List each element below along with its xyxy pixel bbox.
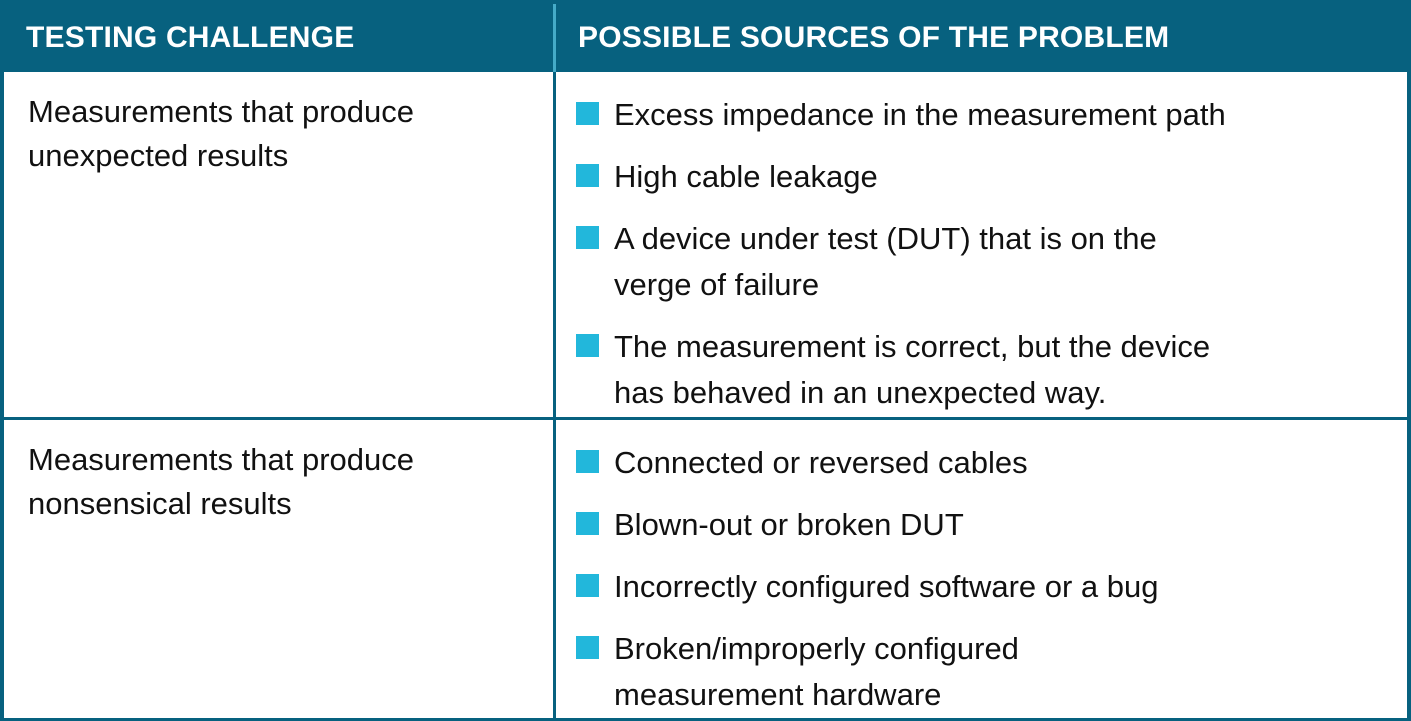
source-text: Incorrectly configured software or a bug [614,569,1159,604]
table-row-2-challenge-cell: Measurements that produce nonsensical re… [4,420,553,718]
source-text: A device under test (DUT) that is on the… [614,221,1157,302]
challenge-text: Measurements that produce nonsensical re… [28,442,414,521]
column-header-possible-sources: POSSIBLE SOURCES OF THE PROBLEM [553,4,1407,72]
square-bullet-icon [576,512,599,535]
list-item: A device under test (DUT) that is on the… [576,216,1397,308]
square-bullet-icon [576,334,599,357]
list-item: Connected or reversed cables [576,440,1397,486]
square-bullet-icon [576,636,599,659]
source-text: Broken/improperly configured measurement… [614,631,1019,712]
table-row-1-challenge-cell: Measurements that produce unexpected res… [4,72,553,420]
source-text: Blown-out or broken DUT [614,507,964,542]
square-bullet-icon [576,102,599,125]
source-text: Excess impedance in the measurement path [614,97,1226,132]
column-header-label: POSSIBLE SOURCES OF THE PROBLEM [578,21,1170,54]
square-bullet-icon [576,164,599,187]
source-text: High cable leakage [614,159,878,194]
square-bullet-icon [576,226,599,249]
source-text: The measurement is correct, but the devi… [614,329,1211,410]
list-item: Broken/improperly configured measurement… [576,626,1397,718]
list-item: Excess impedance in the measurement path [576,92,1397,138]
sources-list: Connected or reversed cables Blown-out o… [576,438,1397,718]
source-text: Connected or reversed cables [614,445,1028,480]
square-bullet-icon [576,450,599,473]
list-item: Incorrectly configured software or a bug [576,564,1397,610]
challenge-text: Measurements that produce unexpected res… [28,94,414,173]
table-row-2-sources-cell: Connected or reversed cables Blown-out o… [553,420,1407,718]
list-item: High cable leakage [576,154,1397,200]
column-header-label: TESTING CHALLENGE [26,21,355,54]
list-item: Blown-out or broken DUT [576,502,1397,548]
list-item: The measurement is correct, but the devi… [576,324,1397,416]
sources-list: Excess impedance in the measurement path… [576,90,1397,416]
square-bullet-icon [576,574,599,597]
column-header-testing-challenge: TESTING CHALLENGE [4,4,553,72]
table-row-1-sources-cell: Excess impedance in the measurement path… [553,72,1407,420]
